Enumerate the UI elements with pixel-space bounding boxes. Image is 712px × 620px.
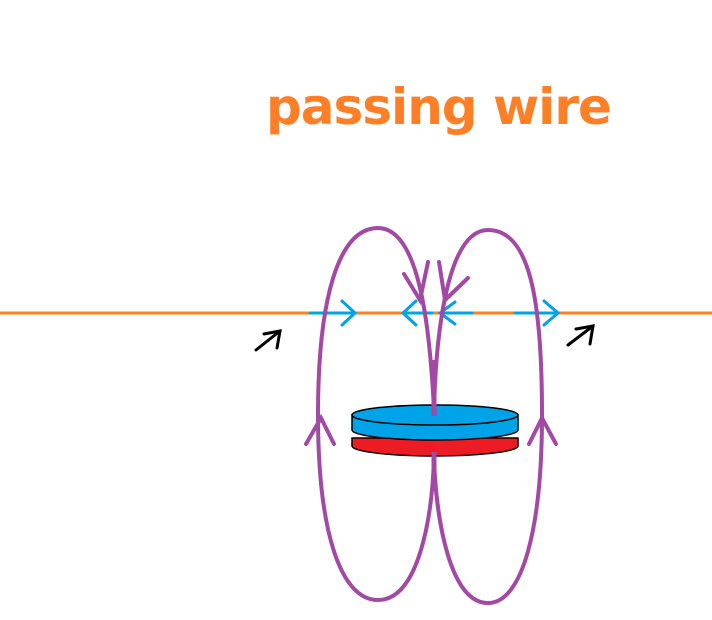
field-arrow-left-outer: [304, 413, 336, 446]
diagram-title: passing wire: [266, 78, 612, 136]
field-lines: [304, 225, 558, 606]
current-arrow-left-inner: [400, 299, 434, 327]
motion-arrow-left: [254, 329, 282, 352]
motion-arrow-right: [566, 324, 595, 347]
field-loop-left: [315, 225, 436, 603]
field-arrow-left-inner: [402, 260, 430, 306]
current-arrow-left-outer: [308, 299, 358, 327]
field-arrow-right-outer: [527, 413, 558, 446]
current-arrows: [308, 299, 561, 327]
field-arrow-right-inner: [437, 260, 470, 305]
magnet-south-pole: [351, 437, 519, 457]
